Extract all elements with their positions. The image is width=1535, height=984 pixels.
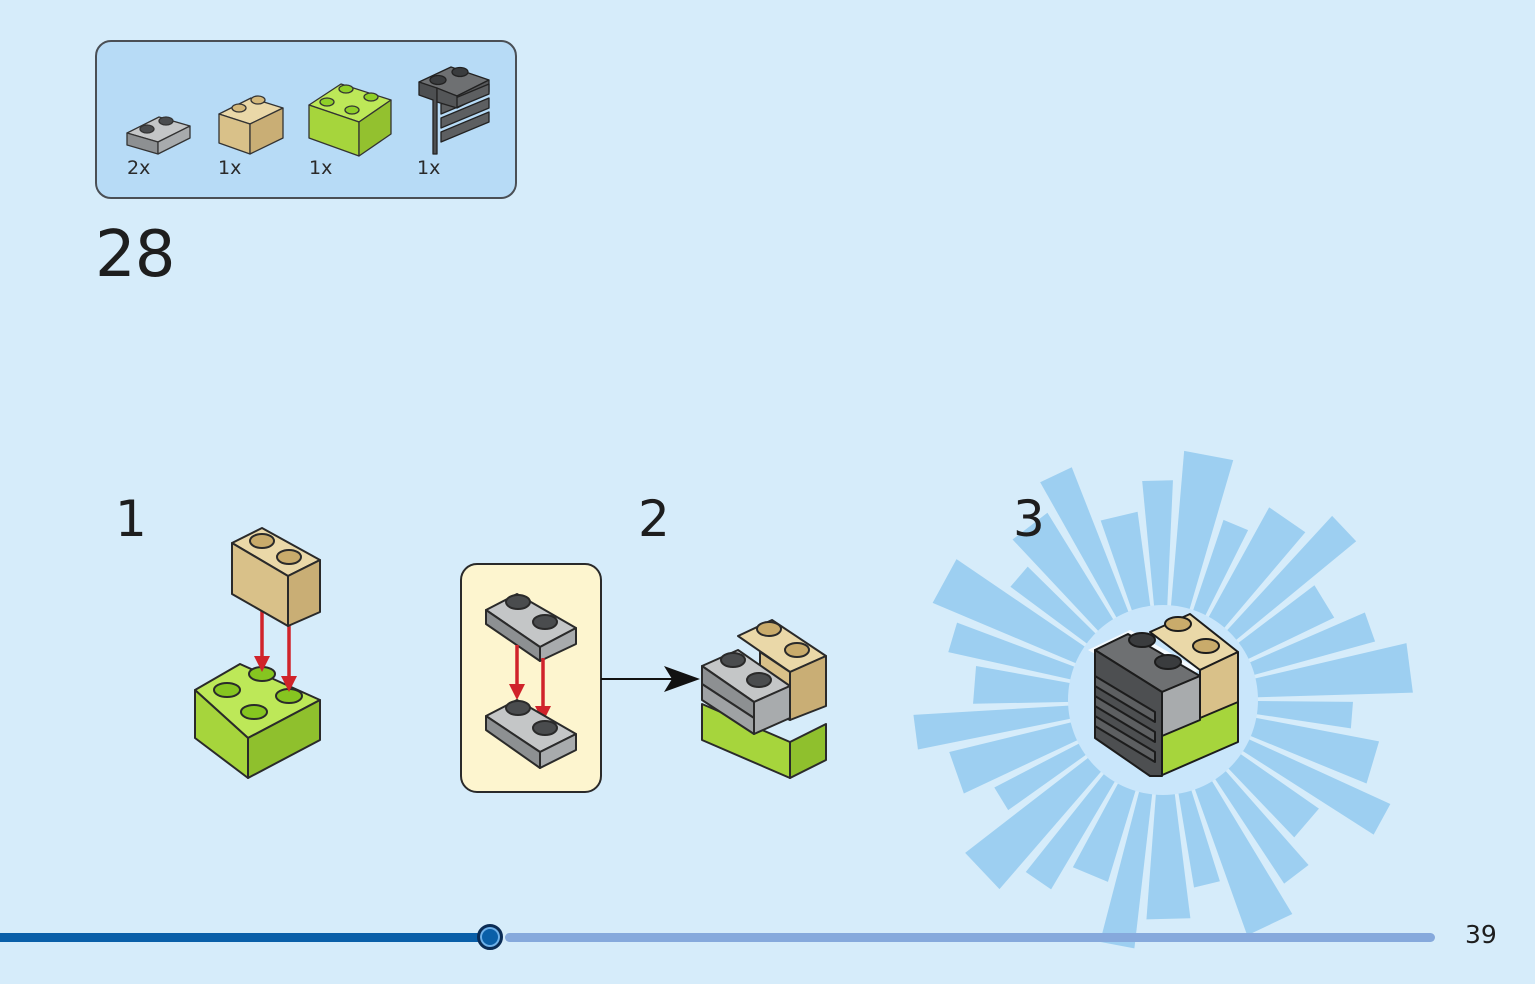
part-qty: 1x [417, 157, 441, 179]
parts-illustration [126, 66, 490, 157]
ladder-panel-icon [418, 66, 490, 155]
substep-1-illustration [194, 527, 321, 779]
substep-3-model [1088, 613, 1239, 777]
lime-brick-icon [308, 83, 392, 157]
progress-track [505, 933, 1435, 942]
page-number: 39 [1465, 920, 1497, 949]
substep-number-2: 2 [638, 490, 670, 548]
progress-fill [0, 933, 490, 942]
substep-2-result [701, 619, 827, 779]
gray-plate-icon [126, 116, 191, 155]
substep-number-3: 3 [1013, 490, 1045, 548]
progress-knob[interactable] [477, 924, 503, 950]
parts-list: 2x 1x 1x 1x [95, 40, 517, 199]
part-qty: 1x [309, 157, 333, 179]
substep-number-1: 1 [115, 490, 147, 548]
step-number: 28 [95, 218, 175, 292]
part-qty: 2x [127, 157, 151, 179]
part-qty: 1x [218, 157, 242, 179]
tan-brick-icon [218, 95, 284, 155]
burst-ray [1146, 700, 1191, 920]
substep-2-callout [460, 563, 700, 793]
